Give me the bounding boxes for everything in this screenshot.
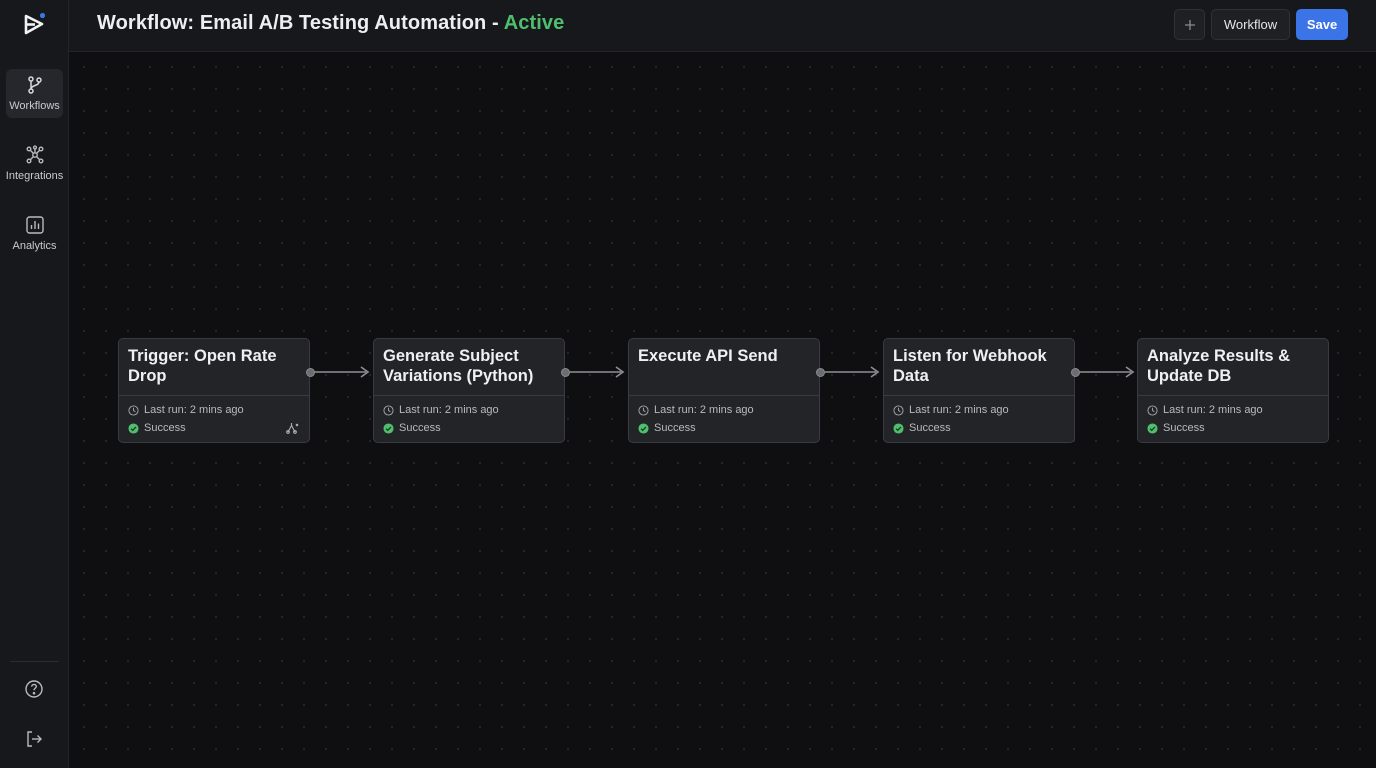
sidebar-item-label: Workflows <box>9 100 60 112</box>
add-node-button[interactable] <box>1174 9 1205 40</box>
sidebar-item-analytics[interactable]: Analytics <box>6 209 63 258</box>
sidebar-divider <box>10 661 59 662</box>
network-icon <box>26 145 43 164</box>
node-title: Listen for Webhook Data <box>884 339 1074 396</box>
logout-icon[interactable] <box>24 729 44 749</box>
node-last-run: Last run: 2 mins ago <box>638 403 754 417</box>
status-text: Success <box>1163 422 1205 434</box>
workflow-canvas[interactable]: Trigger: Open Rate Drop Last run: 2 mins… <box>69 52 1376 768</box>
node-status: Success <box>128 421 186 435</box>
git-branch-icon <box>27 76 42 94</box>
status-text: Success <box>144 422 186 434</box>
sidebar-item-label: Analytics <box>12 240 57 252</box>
node-status: Success <box>638 421 696 435</box>
status-badge: Active <box>503 12 565 34</box>
node-title: Analyze Results & Update DB <box>1138 339 1328 396</box>
bar-chart-icon <box>25 216 44 234</box>
output-port[interactable] <box>306 368 315 377</box>
node-status: Success <box>1147 421 1205 435</box>
success-check-icon <box>128 422 139 434</box>
clock-icon <box>128 404 139 416</box>
sidebar: Workflows Integrations Analytics <box>0 0 69 768</box>
success-check-icon <box>1147 422 1158 434</box>
node-title: Trigger: Open Rate Drop <box>119 339 309 396</box>
node-last-run: Last run: 2 mins ago <box>893 403 1009 417</box>
output-port[interactable] <box>561 368 570 377</box>
node-status: Success <box>893 421 951 435</box>
plus-icon <box>1184 19 1195 30</box>
workflow-node-analyze-results[interactable]: Analyze Results & Update DB Last run: 2 … <box>1137 338 1329 443</box>
app-logo-icon[interactable] <box>22 12 48 38</box>
clock-icon <box>638 404 649 416</box>
workflow-node-trigger[interactable]: Trigger: Open Rate Drop Last run: 2 mins… <box>118 338 315 443</box>
success-check-icon <box>383 422 394 434</box>
workflow-node-webhook[interactable]: Listen for Webhook Data Last run: 2 mins… <box>883 338 1080 443</box>
status-text: Success <box>399 422 441 434</box>
workflow-name: Workflow: Email A/B Testing Automation - <box>97 12 499 34</box>
header-bar: Workflow: Email A/B Testing Automation -… <box>69 0 1376 52</box>
status-text: Success <box>654 422 696 434</box>
node-last-run: Last run: 2 mins ago <box>383 403 499 417</box>
clock-icon <box>383 404 394 416</box>
status-text: Success <box>909 422 951 434</box>
last-run-text: Last run: 2 mins ago <box>1163 404 1263 416</box>
node-last-run: Last run: 2 mins ago <box>1147 403 1263 417</box>
node-title: Generate Subject Variations (Python) <box>374 339 564 396</box>
last-run-text: Last run: 2 mins ago <box>144 404 244 416</box>
last-run-text: Last run: 2 mins ago <box>399 404 499 416</box>
help-icon[interactable] <box>24 679 44 699</box>
page-title: Workflow: Email A/B Testing Automation -… <box>97 12 564 35</box>
node-status: Success <box>383 421 441 435</box>
success-check-icon <box>638 422 649 434</box>
clock-icon <box>1147 404 1158 416</box>
workflow-node-api-send[interactable]: Execute API Send Last run: 2 mins ago Su… <box>628 338 825 443</box>
last-run-text: Last run: 2 mins ago <box>909 404 1009 416</box>
sidebar-item-workflows[interactable]: Workflows <box>6 69 63 118</box>
output-port[interactable] <box>816 368 825 377</box>
sidebar-item-integrations[interactable]: Integrations <box>6 139 63 188</box>
node-title: Execute API Send <box>629 339 819 396</box>
last-run-text: Last run: 2 mins ago <box>654 404 754 416</box>
success-check-icon <box>893 422 904 434</box>
workflow-node-generate-subjects[interactable]: Generate Subject Variations (Python) Las… <box>373 338 570 443</box>
output-port[interactable] <box>1071 368 1080 377</box>
workflow-menu-button[interactable]: Workflow <box>1211 9 1290 40</box>
node-last-run: Last run: 2 mins ago <box>128 403 244 417</box>
clock-icon <box>893 404 904 416</box>
sidebar-item-label: Integrations <box>5 170 64 182</box>
branch-icon[interactable] <box>286 421 299 434</box>
save-button[interactable]: Save <box>1296 9 1348 40</box>
